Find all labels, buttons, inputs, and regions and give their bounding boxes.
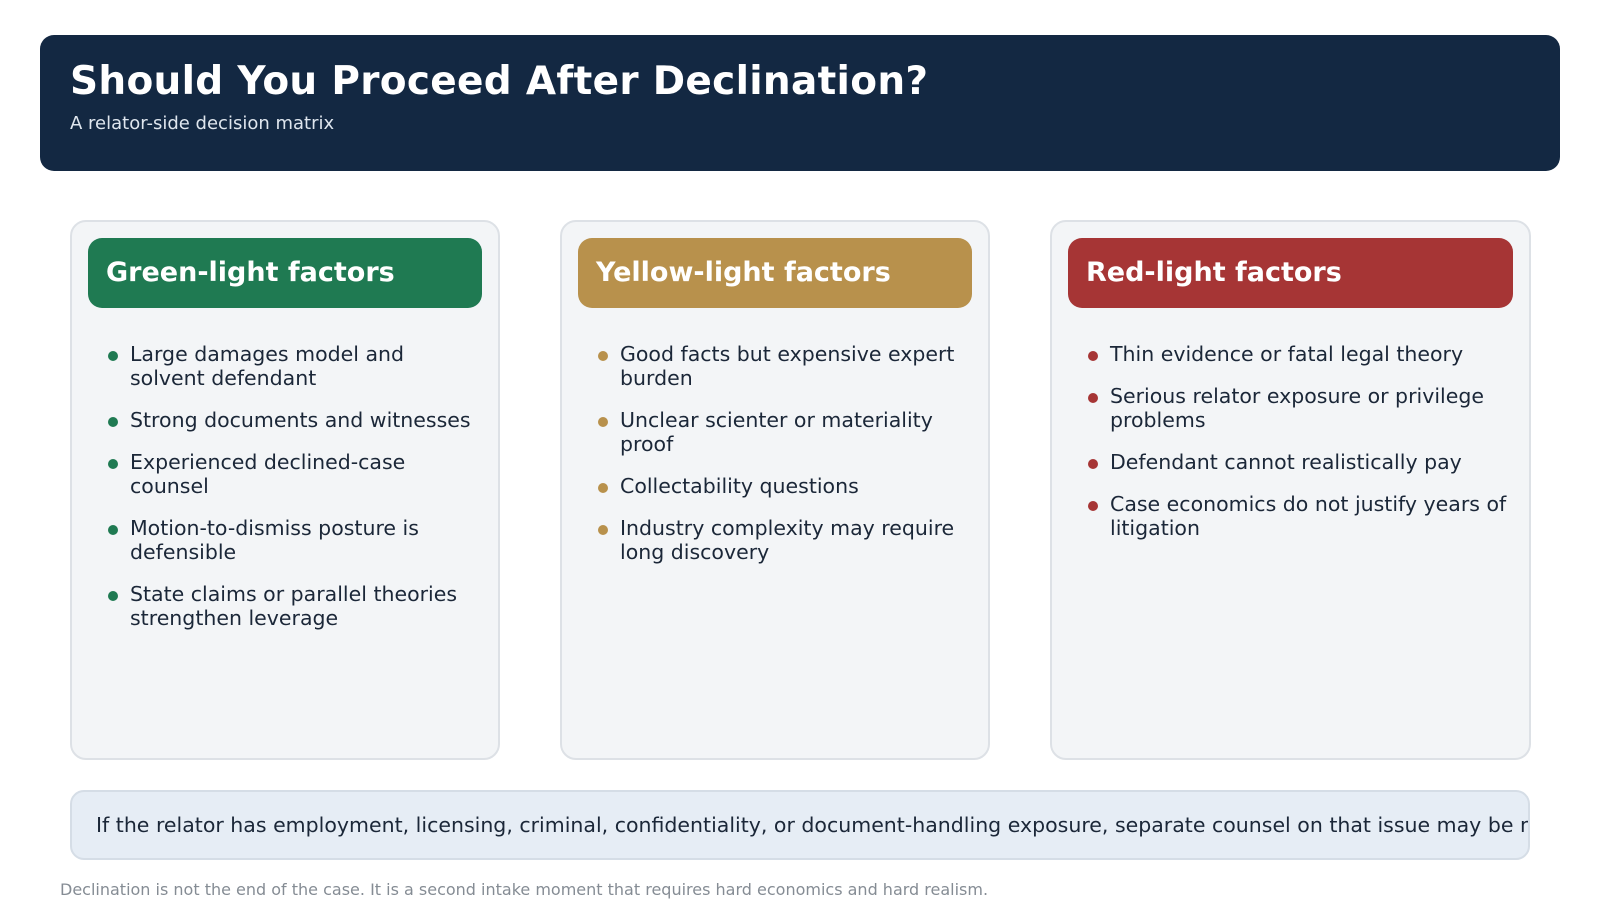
bullet-dot-icon [1088, 351, 1098, 361]
header-banner: Should You Proceed After Declination? A … [40, 35, 1560, 171]
list-item: Defendant cannot realistically pay [1086, 450, 1513, 474]
bullet-dot-icon [598, 417, 608, 427]
bullet-dot-icon [1088, 501, 1098, 511]
bullet-dot-icon [108, 591, 118, 601]
list-item: Large damages model and solvent defendan… [106, 342, 482, 390]
list-item: Motion-to-dismiss posture is defensible [106, 516, 482, 564]
list-item: Collectability questions [596, 474, 972, 498]
list-item-text: Collectability questions [620, 474, 859, 498]
bullet-dot-icon [598, 483, 608, 493]
bullet-dot-icon [108, 459, 118, 469]
list-item-text: Thin evidence or fatal legal theory [1110, 342, 1464, 366]
green-light-list: Large damages model and solvent defendan… [106, 342, 482, 648]
list-item: Unclear scienter or materiality proof [596, 408, 972, 456]
page-title: Should You Proceed After Declination? [70, 59, 929, 104]
bullet-dot-icon [598, 525, 608, 535]
list-item-text: Case economics do not justify years of l… [1110, 492, 1507, 540]
yellow-light-card-title: Yellow-light factors [578, 238, 972, 308]
list-item-text: Serious relator exposure or privilege pr… [1110, 384, 1484, 432]
red-light-card-title: Red-light factors [1068, 238, 1513, 308]
list-item-text: Motion-to-dismiss posture is defensible [130, 516, 419, 564]
bullet-dot-icon [108, 525, 118, 535]
list-item-text: Strong documents and witnesses [130, 408, 471, 432]
yellow-light-list: Good facts but expensive expert burden U… [596, 342, 972, 582]
bullet-dot-icon [1088, 459, 1098, 469]
bullet-dot-icon [108, 351, 118, 361]
list-item: State claims or parallel theories streng… [106, 582, 482, 630]
list-item: Good facts but expensive expert burden [596, 342, 972, 390]
red-light-list: Thin evidence or fatal legal theory Seri… [1086, 342, 1513, 558]
list-item: Serious relator exposure or privilege pr… [1086, 384, 1513, 432]
list-item-text: Industry complexity may require long dis… [620, 516, 955, 564]
green-light-card: Green-light factors Large damages model … [70, 220, 500, 760]
list-item-text: Defendant cannot realistically pay [1110, 450, 1462, 474]
list-item-text: Experienced declined-case counsel [130, 450, 406, 498]
list-item-text: State claims or parallel theories streng… [130, 582, 458, 630]
bullet-dot-icon [1088, 393, 1098, 403]
note-text: If the relator has employment, licensing… [96, 813, 1530, 837]
red-light-card: Red-light factors Thin evidence or fatal… [1050, 220, 1531, 760]
list-item-text: Unclear scienter or materiality proof [620, 408, 933, 456]
list-item: Case economics do not justify years of l… [1086, 492, 1513, 540]
bullet-dot-icon [108, 417, 118, 427]
bullet-dot-icon [598, 351, 608, 361]
list-item-text: Good facts but expensive expert burden [620, 342, 955, 390]
yellow-light-card: Yellow-light factors Good facts but expe… [560, 220, 990, 760]
list-item: Thin evidence or fatal legal theory [1086, 342, 1513, 366]
footer-caption: Declination is not the end of the case. … [60, 880, 989, 899]
separate-counsel-note: If the relator has employment, licensing… [70, 790, 1530, 860]
list-item: Strong documents and witnesses [106, 408, 482, 432]
green-light-card-title: Green-light factors [88, 238, 482, 308]
page-subtitle: A relator-side decision matrix [70, 113, 335, 134]
list-item: Experienced declined-case counsel [106, 450, 482, 498]
list-item: Industry complexity may require long dis… [596, 516, 972, 564]
list-item-text: Large damages model and solvent defendan… [130, 342, 405, 390]
